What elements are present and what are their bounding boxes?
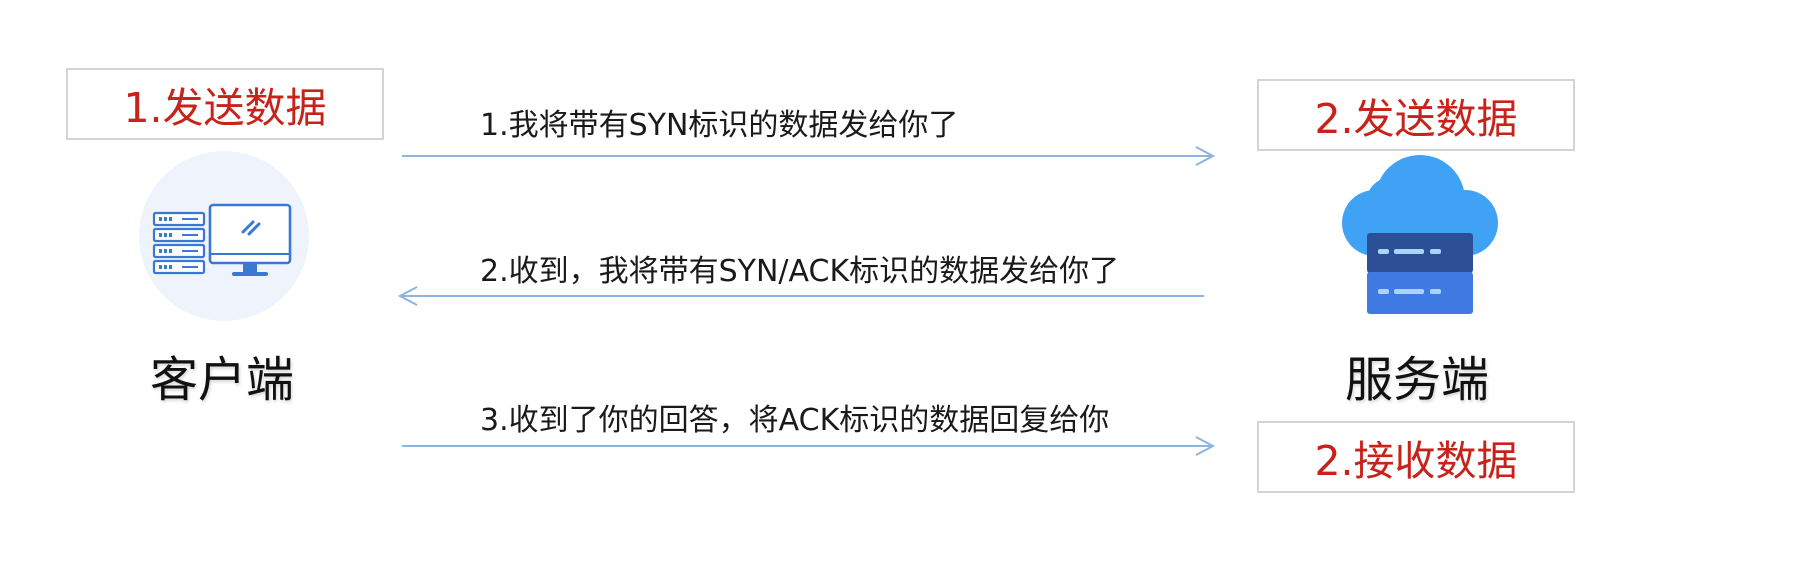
arrow-1-head — [1195, 146, 1216, 166]
client-name-label: 客户端 — [150, 352, 295, 408]
handshake-message-2: 2.收到，我将带有SYN/ACK标识的数据发给你了 — [480, 254, 1120, 289]
server-receive-label-box: 2.接收数据 — [1257, 421, 1575, 493]
server-send-label-box: 2.发送数据 — [1257, 79, 1575, 151]
client-icon — [138, 150, 310, 322]
client-send-label: 1.发送数据 — [123, 84, 327, 132]
server-name-label: 服务端 — [1345, 352, 1490, 408]
arrow-2-head — [397, 286, 418, 306]
arrow-3-head — [1195, 436, 1216, 456]
server-send-label: 2.发送数据 — [1314, 95, 1518, 143]
client-send-label-box: 1.发送数据 — [66, 68, 384, 140]
handshake-message-1: 1.我将带有SYN标识的数据发给你了 — [480, 108, 959, 143]
cloud-server-icon — [1342, 155, 1498, 314]
server-receive-label: 2.接收数据 — [1314, 437, 1518, 485]
handshake-message-3: 3.收到了你的回答，将ACK标识的数据回复给你 — [480, 403, 1110, 438]
server-icon — [1330, 148, 1510, 320]
server-and-monitor-icon — [139, 151, 309, 321]
